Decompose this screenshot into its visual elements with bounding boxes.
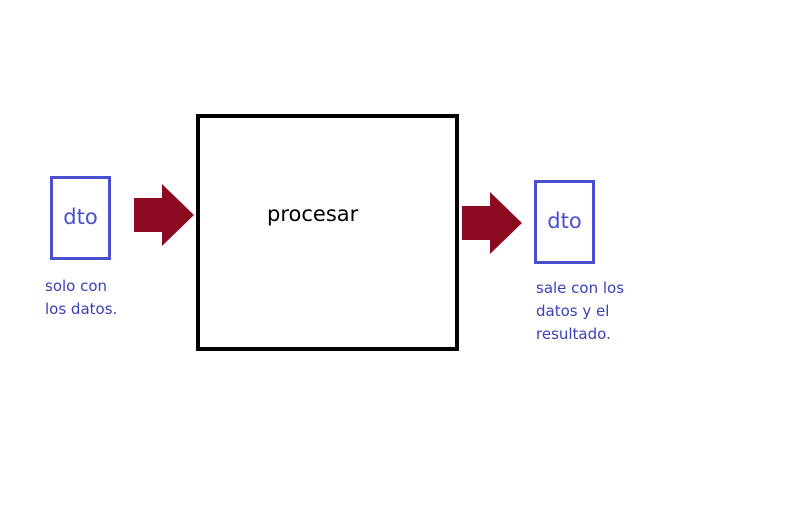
output-arrow-icon bbox=[462, 192, 522, 254]
output-dto-label: dto bbox=[547, 209, 582, 233]
output-note-line-3: resultado. bbox=[536, 325, 611, 343]
input-dto-box: dto bbox=[50, 176, 111, 260]
input-note-line-2: los datos. bbox=[45, 300, 118, 318]
process-box bbox=[196, 114, 459, 351]
input-arrow-icon bbox=[134, 184, 194, 246]
input-dto-label: dto bbox=[63, 205, 98, 229]
input-note: solo con los datos. bbox=[45, 275, 155, 321]
output-note: sale con los datos y el resultado. bbox=[536, 277, 656, 346]
output-note-line-1: sale con los bbox=[536, 279, 625, 297]
output-dto-box: dto bbox=[534, 180, 595, 264]
input-note-line-1: solo con bbox=[45, 277, 108, 295]
output-note-line-2: datos y el bbox=[536, 302, 610, 320]
process-label: procesar bbox=[267, 202, 359, 226]
